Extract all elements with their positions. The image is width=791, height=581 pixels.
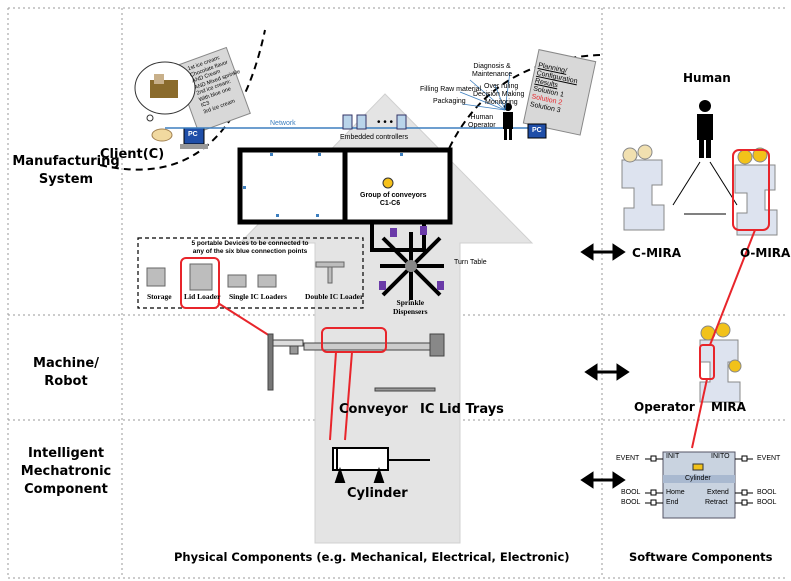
lid-loader-highlight: [180, 257, 220, 309]
fb-event-in: EVENT: [616, 455, 640, 462]
client-figure: [151, 127, 208, 149]
c-mira-figure: [621, 144, 665, 231]
row-intelligent: Intelligent Mechatronic Component: [20, 446, 112, 497]
cylinder-link-1: [329, 351, 337, 441]
embedded-label: Embedded controllers: [340, 134, 409, 141]
dispensers: [379, 226, 444, 290]
conveyor-highlight: [321, 327, 387, 353]
lid-loader-link: [217, 302, 271, 337]
human-figure: [697, 100, 713, 158]
fb-name: Cylinder: [685, 475, 711, 482]
connection-points: [243, 153, 403, 217]
fb-inito: INITO: [711, 453, 730, 460]
fb-bool-2: BOOL: [621, 499, 641, 506]
human-operator-label: Human Operator: [468, 114, 496, 129]
storage-label: Storage: [147, 292, 172, 301]
row-machine: Machine/ Robot: [33, 356, 99, 389]
planning-sheet: [522, 49, 597, 136]
grid-lines: [7, 7, 786, 579]
operator-pc-label: PC: [532, 127, 542, 134]
single-loader-label: Single IC Loaders: [229, 292, 287, 301]
conveyor-machine: [267, 333, 445, 392]
mira-label: MIRA: [711, 400, 746, 414]
embedded-controllers: [342, 114, 407, 130]
fb-event-out: EVENT: [757, 455, 781, 462]
conveyor-frame: [237, 147, 453, 252]
operator-label: Operator: [634, 400, 695, 414]
sprinkle-label: Sprinkle Dispensers: [393, 298, 428, 316]
double-loader-label: Double IC Loader: [305, 292, 364, 301]
lid-loader-label: Lid Loader: [184, 292, 221, 301]
fb-extend: Extend: [707, 489, 729, 496]
trays-label: IC Lid Trays: [420, 402, 504, 417]
conveyor-label: Conveyor: [339, 402, 408, 417]
function-block: [645, 451, 753, 519]
overruling-label: Over ruling: [484, 83, 519, 90]
task-arrows: [459, 71, 511, 111]
devices-box: [137, 237, 364, 309]
diagnosis-label: Diagnosis & Maintenance: [472, 63, 513, 78]
cylinder-drawing: [332, 447, 430, 483]
fb-home: Home: [666, 489, 685, 496]
device-icons: [146, 261, 345, 291]
cylinder-link-2: [344, 351, 353, 441]
fb-bool-1: BOOL: [621, 489, 641, 496]
ice-cream-bubble: [134, 61, 196, 122]
human-label: Human: [683, 71, 731, 85]
conveyor-icon: [382, 177, 394, 189]
fb-retract: Retract: [705, 499, 728, 506]
o-mira-figure: [734, 147, 778, 236]
mira-triangle: [672, 161, 738, 215]
client-pc-label: PC: [188, 131, 198, 138]
operator-mira-to-fb-link: [691, 378, 708, 449]
o-mira-to-operator-link: [709, 229, 756, 346]
controllers-dots: • • •: [377, 117, 394, 128]
fb-end: End: [666, 499, 679, 506]
footer-software: Software Components: [629, 550, 773, 564]
o-mira-label: O-MIRA: [740, 246, 791, 260]
monitoring-label: Monitoring: [485, 99, 518, 106]
cylinder-label: Cylinder: [347, 486, 408, 501]
double-arrows: [580, 243, 630, 489]
client-label: Client(C): [100, 147, 165, 162]
footer-physical: Physical Components (e.g. Mechanical, El…: [174, 550, 570, 564]
operator-mira-figure: [699, 322, 742, 403]
turn-table-hub: [405, 260, 417, 272]
o-mira-highlight: [732, 149, 770, 231]
row-manufacturing: Manufacturing System: [12, 154, 120, 187]
c-mira-label: C-MIRA: [632, 246, 681, 260]
conveyors-label: Group of conveyors C1-C6: [360, 192, 427, 207]
turn-table-label: Turn Table: [454, 259, 487, 266]
decision-label: Decision Making: [473, 91, 525, 98]
fb-bool-3: BOOL: [757, 489, 777, 496]
fb-bool-4: BOOL: [757, 499, 777, 506]
network-label: Network: [270, 120, 296, 127]
devices-title: 5 portable Devices to be connected to an…: [191, 240, 309, 255]
operator-pc: [527, 123, 547, 139]
packaging-label: Packaging: [433, 98, 466, 105]
fb-init: INIT: [666, 453, 680, 460]
filling-label: Filling Raw material: [420, 86, 482, 93]
